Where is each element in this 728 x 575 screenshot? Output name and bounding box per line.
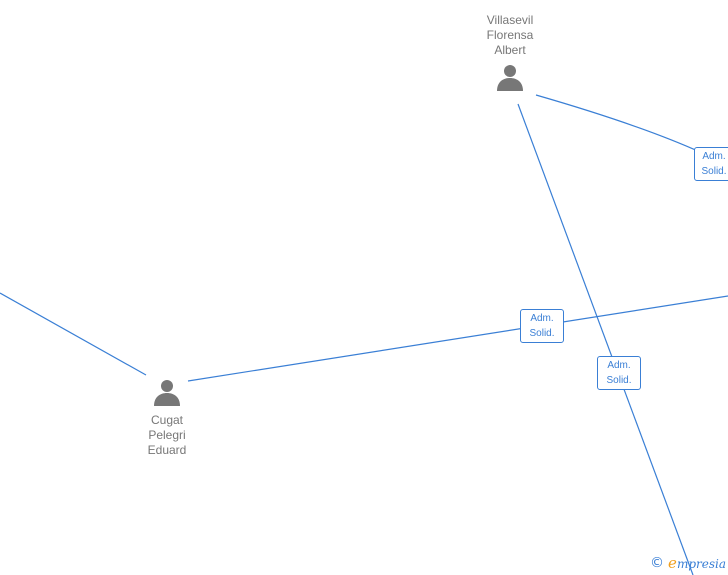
edge-label-role: Adm. xyxy=(530,313,554,324)
edge-label-role: Solid. xyxy=(701,166,727,177)
edge-label-role: Solid. xyxy=(529,328,555,339)
edge-cugat-to-right xyxy=(187,295,728,382)
brand-initial: e xyxy=(668,554,677,572)
edge-label-lower-right[interactable]: Adm. Solid. xyxy=(597,356,641,390)
copyright-icon: © xyxy=(650,555,665,571)
person-name-line: Eduard xyxy=(147,443,187,457)
edge-label-middle[interactable]: Adm. Solid. xyxy=(520,309,564,343)
empresia-watermark: © empresia xyxy=(650,554,726,572)
edge-label-role: Adm. xyxy=(702,151,726,162)
person-name-line: Albert xyxy=(494,43,526,57)
person-node-cugat[interactable]: Cugat Pelegri Eduard xyxy=(122,377,212,458)
person-name-line: Florensa xyxy=(486,28,534,42)
person-name-line: Pelegri xyxy=(148,428,186,442)
person-name-line: Villasevil xyxy=(486,13,534,27)
edge-label-top-right[interactable]: Adm. Solid. xyxy=(694,147,728,181)
brand-rest: mpresia xyxy=(676,557,726,571)
edge-villasevil-to-right xyxy=(535,94,701,153)
edge-villasevil-to-bottom xyxy=(517,103,694,575)
brand-logo: empresia xyxy=(668,554,726,572)
person-node-villasevil[interactable]: Villasevil Florensa Albert xyxy=(465,13,555,92)
edge-left-offscreen-to-cugat xyxy=(0,292,147,376)
edge-label-role: Adm. xyxy=(607,360,631,371)
person-icon xyxy=(497,65,523,91)
person-name-line: Cugat xyxy=(150,413,184,427)
edge-label-role: Solid. xyxy=(606,375,632,386)
person-icon xyxy=(154,380,180,406)
